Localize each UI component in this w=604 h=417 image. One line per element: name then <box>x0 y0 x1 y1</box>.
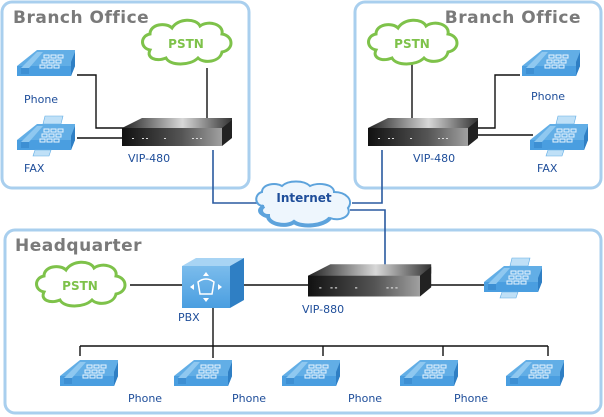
pstn-label: PSTN <box>394 37 430 51</box>
panel-title: Branch Office <box>445 8 581 28</box>
line-right-phone <box>476 74 520 129</box>
panel-title: Headquarter <box>15 236 142 256</box>
endpoint-label: Phone <box>128 392 162 405</box>
hq-phone: Phone <box>399 359 488 405</box>
vip-480-left: VIP-480 <box>122 118 232 165</box>
left-fax: FAX <box>17 116 75 175</box>
pbx: PBX <box>178 258 244 324</box>
router-icon <box>368 118 478 146</box>
vip-480-right: VIP-480 <box>368 118 478 165</box>
hq-phone: Phone <box>173 359 266 405</box>
line-phone-drops <box>79 346 549 358</box>
router-icon <box>122 118 232 146</box>
device-label: VIP-480 <box>413 152 455 165</box>
endpoint-label: Phone <box>531 90 565 103</box>
endpoint-label: Phone <box>454 392 488 405</box>
wan-connections <box>212 150 386 265</box>
device-label: VIP-480 <box>128 152 170 165</box>
endpoint-label: FAX <box>537 162 558 175</box>
pstn-label: PSTN <box>62 279 98 293</box>
endpoint-label: Phone <box>348 392 382 405</box>
connections <box>77 62 549 358</box>
device-label: VIP-880 <box>302 303 344 316</box>
internet-cloud: Internet <box>255 180 352 228</box>
endpoint-label: Phone <box>24 93 58 106</box>
pstn-cloud-left: PSTN <box>141 18 233 66</box>
pbx-phone-icon <box>197 278 215 295</box>
line-left-phone <box>77 74 128 129</box>
line-right-internet <box>352 150 383 204</box>
line-left-internet <box>212 150 262 204</box>
pstn-cloud-right: PSTN <box>367 18 459 66</box>
device-label: PBX <box>178 311 200 324</box>
hq-phone: Phone <box>59 359 162 405</box>
pbx-arrows-icon <box>190 272 222 302</box>
internet-label: Internet <box>276 191 331 205</box>
pstn-cloud-hq: PSTN <box>35 260 127 308</box>
router-icon <box>308 264 432 297</box>
right-phone: Phone <box>521 49 581 103</box>
line-hq-internet <box>350 209 386 265</box>
pstn-label: PSTN <box>168 37 204 51</box>
hq-phone: Phone <box>281 359 382 405</box>
vip-880-hq: VIP-880 <box>302 264 432 316</box>
left-phone: Phone <box>16 49 76 106</box>
endpoint-label: FAX <box>24 162 45 175</box>
endpoint-label: Phone <box>232 392 266 405</box>
right-fax: FAX <box>530 116 588 175</box>
panel-title: Branch Office <box>13 8 149 28</box>
